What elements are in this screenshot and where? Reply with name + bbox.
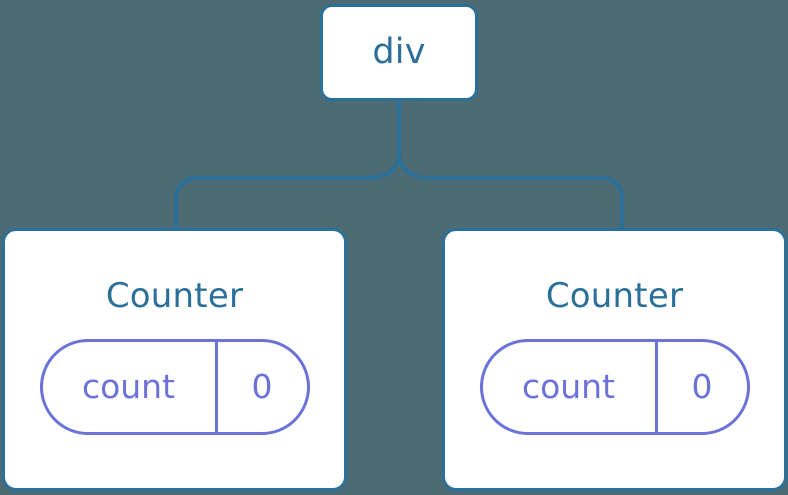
node-root-div[interactable]: div — [320, 4, 478, 101]
node-root-label: div — [372, 32, 426, 72]
state-key-left: count — [81, 366, 176, 406]
state-pill-left[interactable]: count 0 — [39, 339, 310, 435]
node-counter-left-title: Counter — [105, 276, 244, 316]
state-value-left: 0 — [214, 342, 307, 432]
state-pill-right[interactable]: count 0 — [479, 339, 750, 435]
node-counter-right[interactable]: Counter count 0 — [442, 228, 787, 491]
edge-root-to-right-child — [397, 151, 624, 228]
edge-root-to-left-child — [174, 151, 401, 228]
node-counter-right-title: Counter — [545, 276, 684, 316]
state-value-right: 0 — [654, 342, 747, 432]
node-counter-left[interactable]: Counter count 0 — [2, 228, 347, 491]
state-key-right: count — [521, 366, 616, 406]
